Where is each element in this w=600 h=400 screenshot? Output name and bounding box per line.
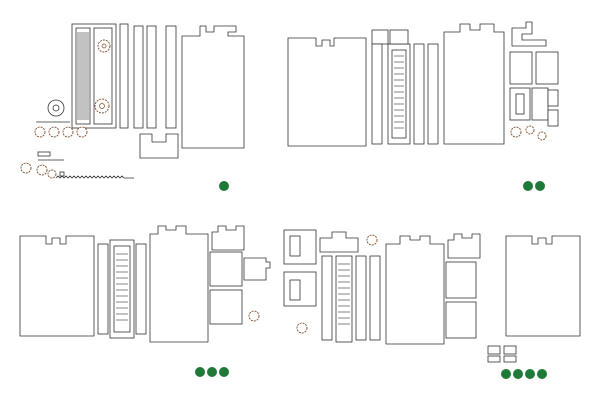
rod-part bbox=[37, 151, 51, 157]
clip-part bbox=[243, 257, 271, 281]
box-panel-part bbox=[445, 301, 477, 339]
page-marker-dot bbox=[525, 369, 535, 379]
gear-set bbox=[34, 126, 88, 138]
box-panel-part bbox=[531, 87, 549, 121]
gear-part bbox=[97, 39, 111, 53]
window-panel-part bbox=[283, 229, 317, 265]
clip-set bbox=[487, 345, 517, 363]
box-panel-part bbox=[535, 51, 559, 85]
page-marker-dot bbox=[219, 367, 229, 377]
gear-set bbox=[20, 162, 65, 179]
box-panel-part bbox=[445, 261, 477, 299]
page-marker-dot bbox=[195, 367, 205, 377]
clip-part bbox=[547, 89, 559, 107]
strip-part bbox=[119, 23, 129, 129]
page-marker-dot bbox=[523, 181, 533, 191]
panel-4 bbox=[283, 229, 581, 379]
bracket-part bbox=[447, 233, 481, 259]
gear-part bbox=[366, 234, 378, 246]
gear-part bbox=[94, 98, 110, 114]
cover-panel-part bbox=[505, 235, 581, 337]
bracket-part bbox=[511, 21, 547, 47]
wheel-part bbox=[36, 99, 70, 123]
page-marker-dot bbox=[513, 369, 523, 379]
page-marker-dot bbox=[501, 369, 511, 379]
strip-part bbox=[165, 25, 177, 129]
rack-column-part bbox=[321, 255, 381, 343]
cover-panel-part bbox=[181, 25, 245, 149]
gear-part bbox=[296, 322, 308, 334]
gear-part bbox=[248, 310, 260, 322]
rack-frame-part bbox=[71, 23, 117, 129]
gear-set bbox=[510, 125, 547, 141]
panel-2 bbox=[287, 21, 559, 191]
panel-3 bbox=[19, 225, 271, 377]
bracket-part bbox=[211, 225, 245, 251]
box-panel-part bbox=[209, 289, 243, 325]
cover-panel-part bbox=[443, 23, 505, 145]
box-panel-part bbox=[209, 251, 243, 287]
rack-column-part bbox=[97, 239, 147, 339]
rack-column-part bbox=[371, 29, 439, 145]
cover-panel-part bbox=[385, 235, 445, 345]
clip-part bbox=[547, 109, 559, 127]
cover-panel-part bbox=[287, 37, 367, 147]
cover-panel-part bbox=[149, 225, 209, 343]
page-marker-dot bbox=[219, 181, 229, 191]
bracket-part bbox=[319, 231, 359, 253]
page-marker-dot bbox=[535, 181, 545, 191]
bracket-part bbox=[139, 133, 179, 159]
strip-part bbox=[146, 25, 157, 129]
window-panel-part bbox=[283, 271, 317, 307]
page-marker-dot bbox=[537, 369, 547, 379]
box-panel-part bbox=[509, 51, 533, 85]
cover-panel-part bbox=[19, 235, 95, 337]
panel-1 bbox=[20, 23, 245, 191]
page-marker-dot bbox=[207, 367, 217, 377]
strip-part bbox=[133, 25, 144, 129]
rack-strip-part bbox=[55, 175, 134, 179]
